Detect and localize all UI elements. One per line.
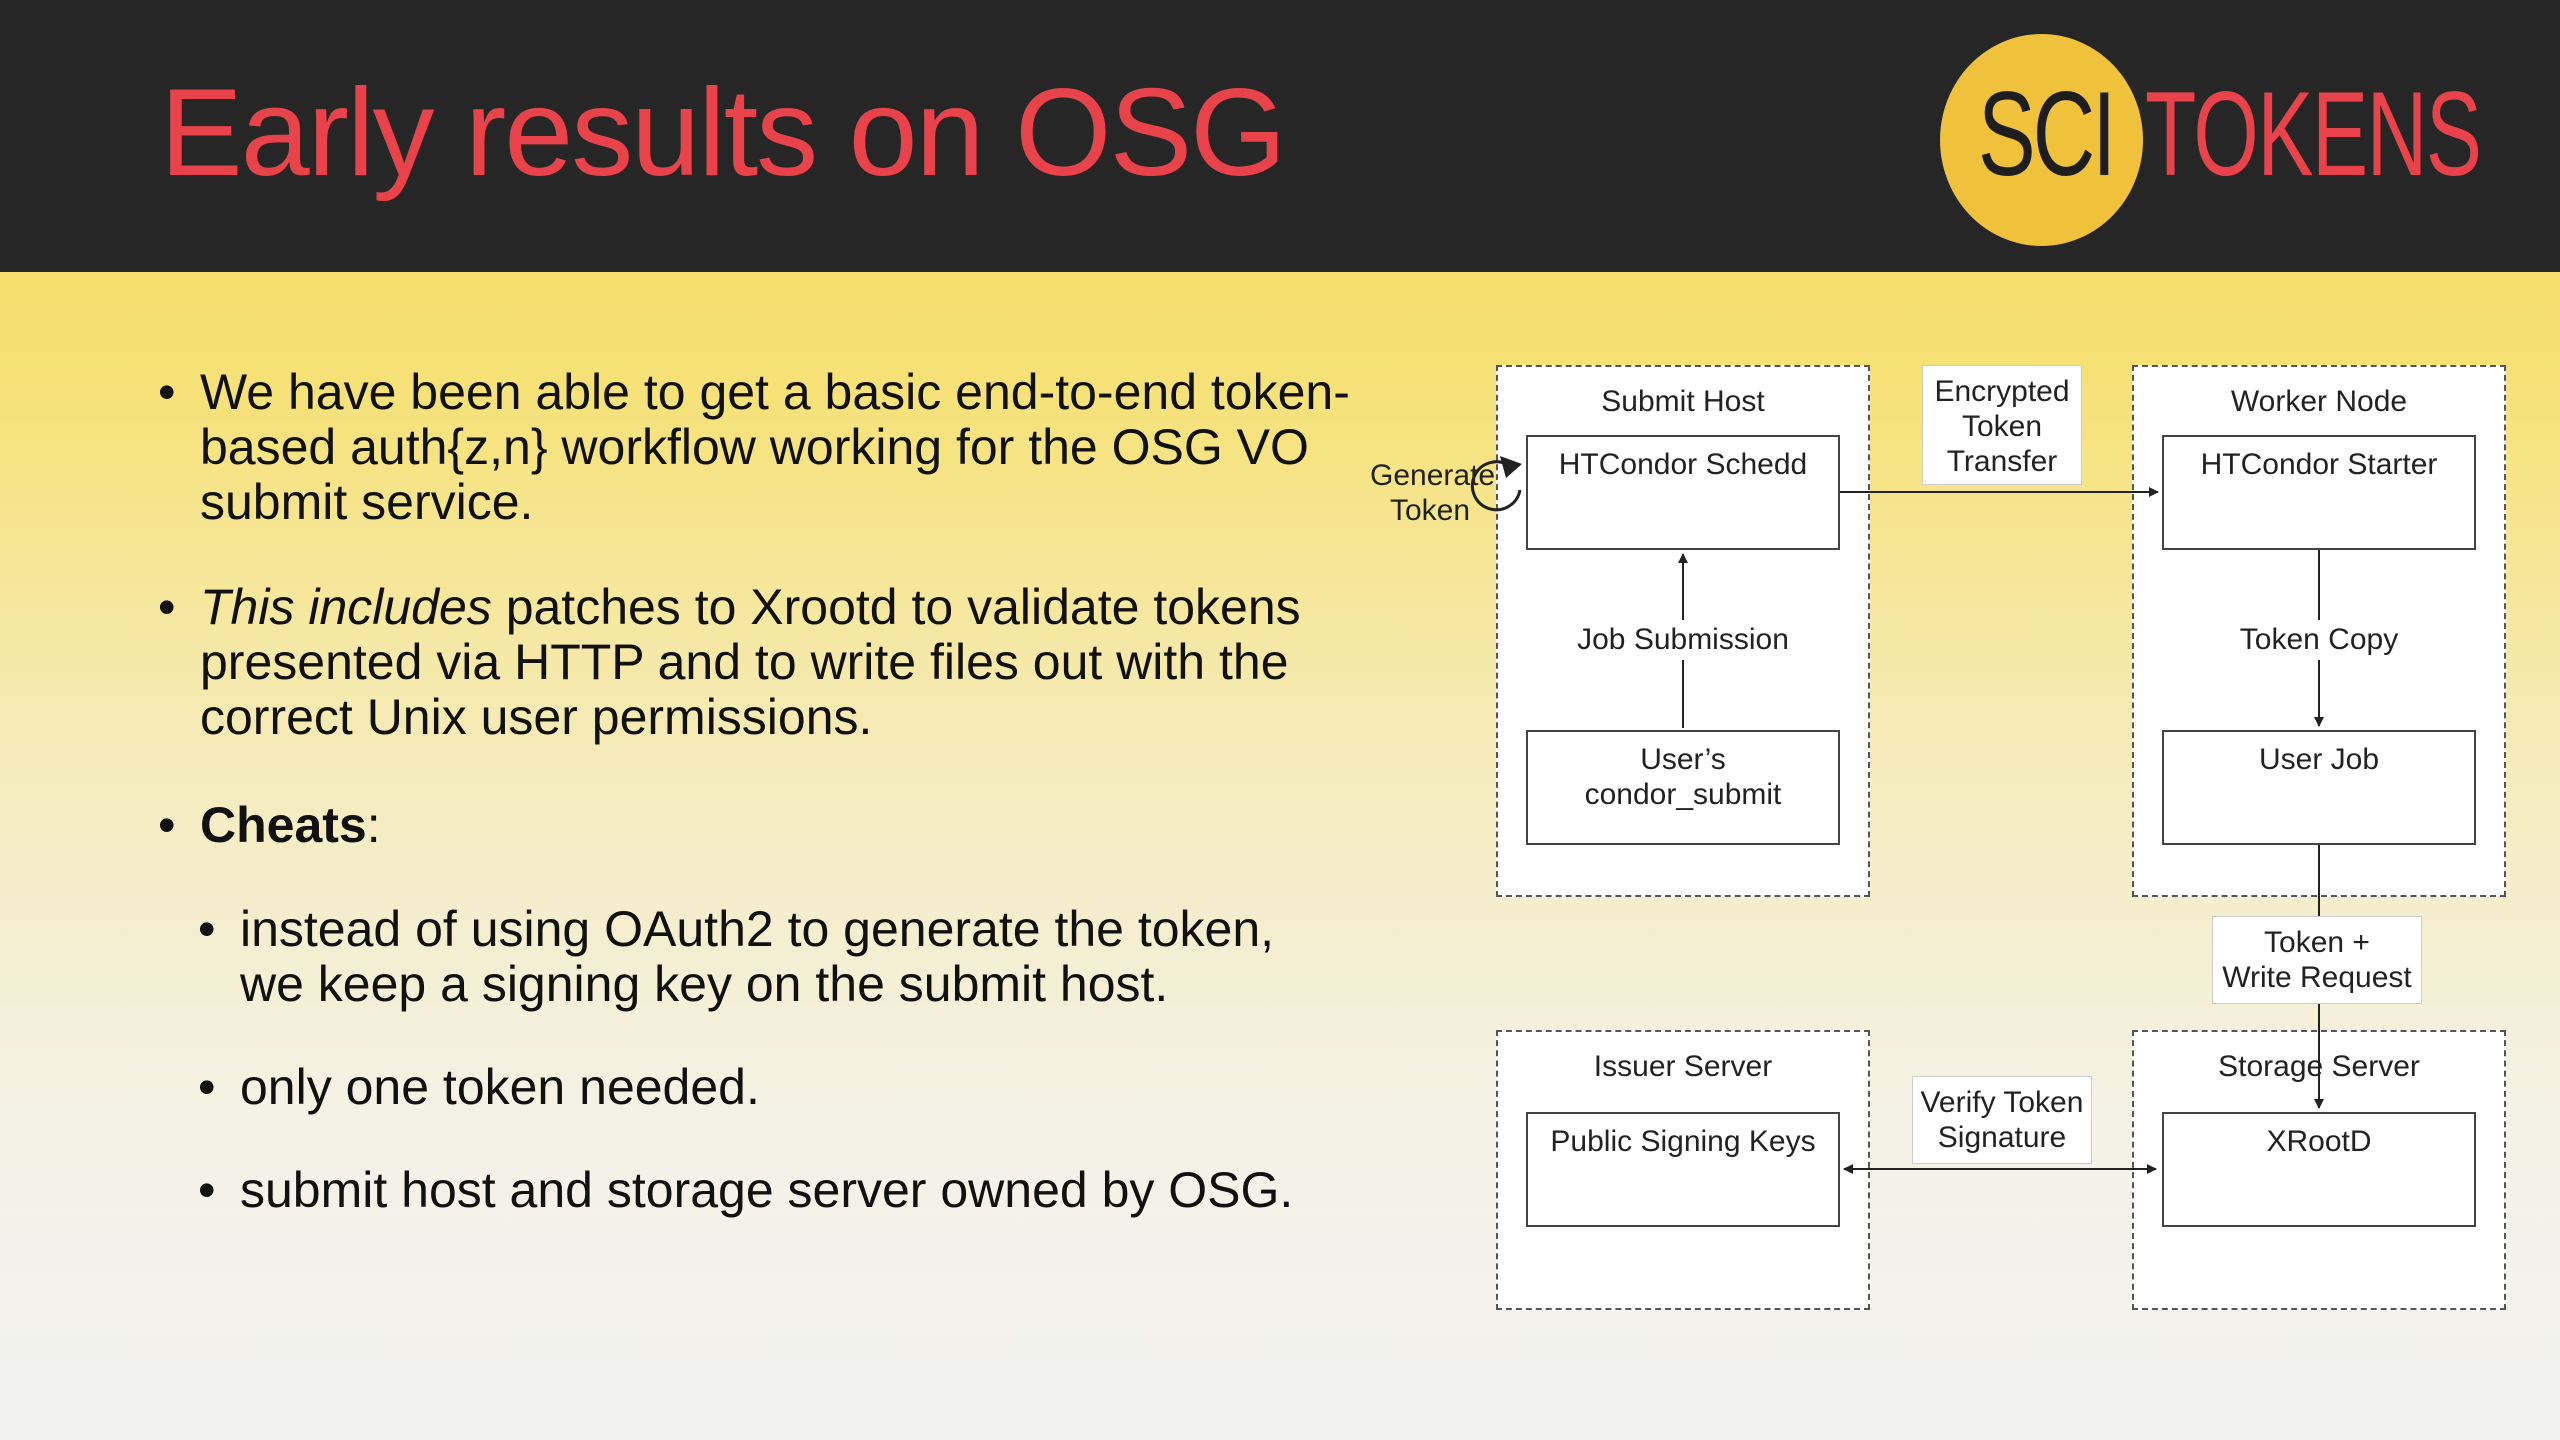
- job-submission-label: Job Submission: [1563, 620, 1803, 660]
- bullet-italic: This includes: [200, 579, 492, 635]
- bullet-text: We have been able to get a basic end-to-…: [200, 364, 1350, 530]
- node-line: condor_submit: [1584, 778, 1782, 811]
- container-title: Issuer Server: [1593, 1050, 1773, 1083]
- user-job-node: User Job: [2162, 730, 2476, 845]
- logo-sci-text: SCI: [1978, 67, 2116, 201]
- xrootd-node: XRootD: [2162, 1112, 2476, 1227]
- bullet-text: instead of using OAuth2 to generate the …: [240, 901, 1275, 1012]
- logo-circle: [1940, 34, 2143, 246]
- htcondor-schedd-node: HTCondor Schedd: [1526, 435, 1840, 550]
- container-title: Submit Host: [1601, 385, 1765, 418]
- token-write-request-label: Token + Write Request: [2212, 916, 2422, 1004]
- bullet-dot: •: [158, 579, 176, 635]
- bullet-dot: •: [158, 364, 176, 420]
- label-line: Encrypted: [1934, 375, 2070, 408]
- slide-header: Early results on OSG SCI TOKENS: [0, 0, 2560, 272]
- generate-token-label: Generate Token: [1370, 458, 1496, 528]
- generate-token-cycle-icon: [1470, 460, 1522, 512]
- bullet-text: Cheats:: [200, 798, 1350, 853]
- logo-tokens-text: TOKENS: [2145, 67, 2482, 201]
- bullet-dot: •: [158, 797, 176, 853]
- bullet-bold: Cheats: [200, 797, 367, 853]
- node-line: User’s: [1640, 743, 1726, 776]
- label-line: Signature: [1937, 1121, 2067, 1154]
- bullet-text: submit host and storage server owned by …: [240, 1162, 1294, 1218]
- verify-token-signature-label: Verify Token Signature: [1912, 1076, 2092, 1164]
- workflow-diagram: Submit Host Worker Node Issuer Server St…: [1300, 350, 2560, 1330]
- token-copy-label: Token Copy: [2209, 620, 2429, 660]
- htcondor-starter-node: HTCondor Starter: [2162, 435, 2476, 550]
- label-line: Generate: [1370, 459, 1496, 492]
- bullet-dot: •: [198, 901, 216, 957]
- label-line: Token: [1961, 410, 2043, 443]
- label-line: Write Request: [2222, 961, 2412, 994]
- bullet-text: only one token needed.: [240, 1059, 760, 1115]
- generate-token-arrowhead: [1500, 456, 1522, 478]
- bullet-text-rest: :: [366, 797, 381, 853]
- encrypted-token-transfer-label: Encrypted Token Transfer: [1922, 365, 2082, 485]
- label-line: Transfer: [1946, 445, 2058, 478]
- users-condor-submit-node: User’s condor_submit: [1526, 730, 1840, 845]
- bullet-dot: •: [198, 1059, 216, 1115]
- public-signing-keys-node: Public Signing Keys: [1526, 1112, 1840, 1227]
- container-title: Worker Node: [2230, 385, 2408, 418]
- scitokens-logo: SCI TOKENS: [1940, 34, 2500, 249]
- bullet-text: This includes patches to Xrootd to valid…: [200, 580, 1350, 745]
- bullet-text-rest: patches to Xrootd to validate tokens pre…: [200, 579, 1301, 745]
- label-line: Verify Token: [1920, 1086, 2084, 1119]
- label-line: Token: [1389, 494, 1471, 527]
- slide-title: Early results on OSG: [160, 64, 1287, 202]
- bullet-dot: •: [198, 1162, 216, 1218]
- label-line: Token +: [2264, 926, 2370, 959]
